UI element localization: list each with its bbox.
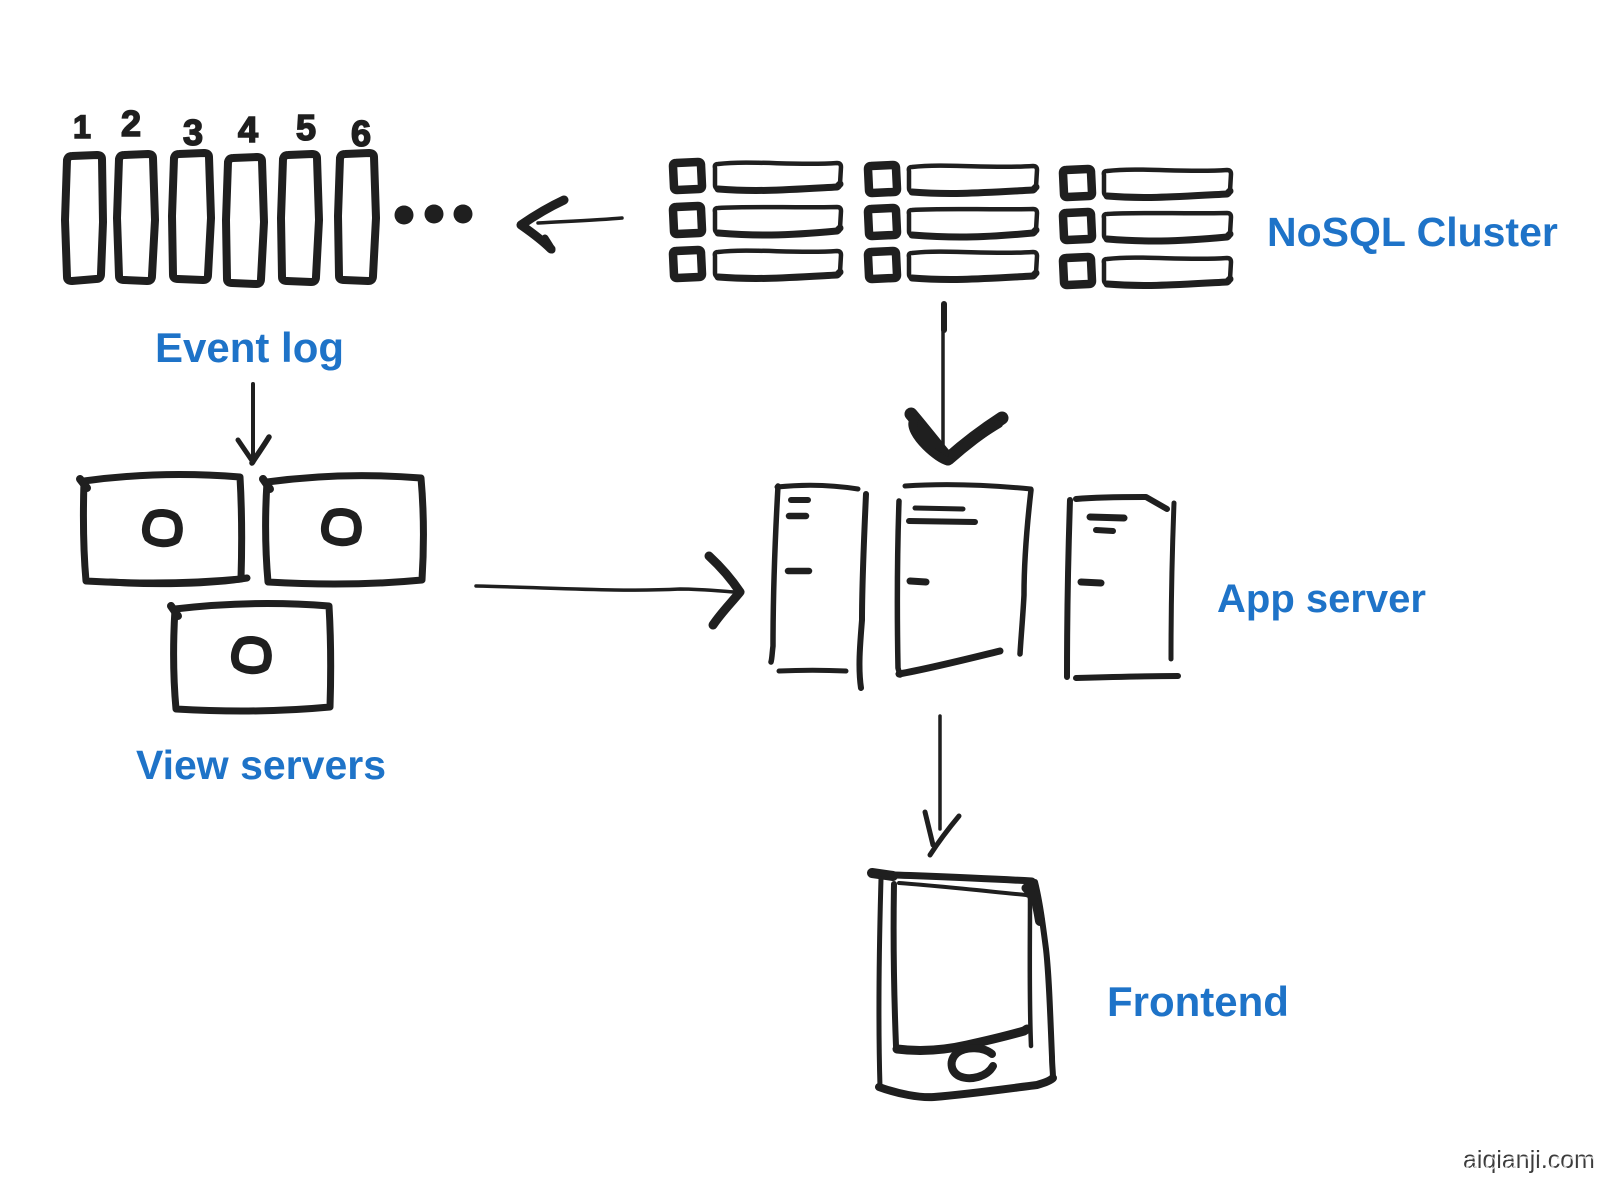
svg-text:aiqianji.com: aiqianji.com (1463, 1146, 1595, 1174)
svg-text:aiqianji.com: aiqianji.com (1465, 1148, 1597, 1176)
svg-text:3: 3 (183, 112, 203, 153)
svg-text:Event log: Event log (155, 324, 344, 371)
svg-text:1: 1 (73, 109, 91, 145)
svg-text:App server: App server (1217, 577, 1426, 621)
svg-text:NoSQL Cluster: NoSQL Cluster (1267, 209, 1558, 255)
svg-text:Frontend: Frontend (1107, 978, 1289, 1025)
svg-text:5: 5 (296, 107, 316, 148)
svg-text:2: 2 (121, 103, 141, 144)
svg-text:4: 4 (238, 109, 258, 150)
svg-text:View servers: View servers (136, 742, 386, 788)
svg-text:6: 6 (351, 113, 371, 154)
